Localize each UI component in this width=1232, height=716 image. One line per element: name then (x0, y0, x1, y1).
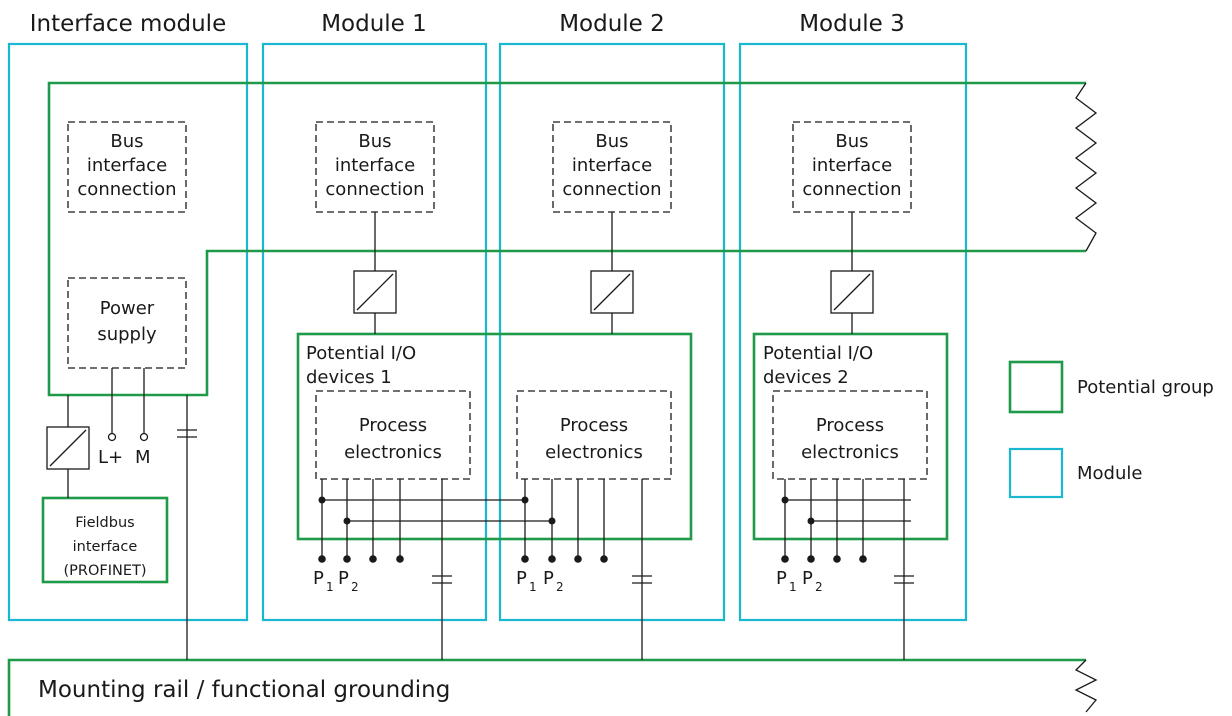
isolator-symbol-m3 (830, 270, 874, 314)
terminal-dot (859, 555, 867, 563)
bus-label-m3-1: Bus (835, 131, 868, 152)
fieldbus-interface-box (41, 496, 169, 584)
terminal-dot (548, 555, 556, 563)
bus-label-m2-2: interface (572, 155, 652, 176)
process-label-m2-1: Process (560, 415, 628, 436)
module-3-title: Module 3 (799, 11, 905, 37)
break-symbol-top (1074, 82, 1098, 252)
bus-label-m3-2: interface (812, 155, 892, 176)
isolator-symbol-im (46, 426, 90, 470)
svg-text:P: P (776, 568, 787, 589)
potential-io-devices-2-box (752, 332, 949, 541)
legend-module-label: Module (1077, 463, 1142, 484)
fieldbus-label-1: Fieldbus (75, 515, 134, 531)
potential-io-2-label-2: devices 2 (763, 367, 849, 388)
bus-label-m3-3: connection (802, 179, 901, 200)
terminal-dot (369, 555, 377, 563)
process-label-m1-1: Process (359, 415, 427, 436)
interface-module-title: Interface module (30, 11, 226, 37)
terminal-dot (396, 555, 404, 563)
p1-label-m2: P 1 (516, 568, 537, 594)
p1-label-m3: P 1 (776, 568, 797, 594)
legend-module-swatch (1008, 447, 1064, 499)
terminal-dot (521, 555, 529, 563)
potential-io-2-label-1: Potential I/O (763, 343, 873, 364)
lplus-label: L+ (98, 447, 123, 468)
terminal-dot (574, 555, 582, 563)
break-symbol-bottom (1074, 659, 1098, 713)
svg-text:P: P (802, 568, 813, 589)
p1-label-m1: P 1 (313, 568, 334, 594)
m-label: M (135, 447, 151, 468)
power-supply-box (67, 277, 187, 369)
svg-text:P: P (338, 568, 349, 589)
process-label-m3-2: electronics (801, 442, 899, 463)
process-electronics-box-m1 (315, 390, 471, 480)
terminal-dot (833, 555, 841, 563)
potential-io-1-label-2: devices 1 (306, 367, 392, 388)
svg-text:1: 1 (326, 580, 334, 594)
svg-text:P: P (543, 568, 554, 589)
module-3-box (738, 42, 968, 622)
bus-label-m2-3: connection (562, 179, 661, 200)
process-label-m3-1: Process (816, 415, 884, 436)
module-2-box (498, 42, 726, 622)
svg-text:1: 1 (529, 580, 537, 594)
p2-label-m3: P 2 (802, 568, 823, 594)
module-2-title: Module 2 (559, 11, 665, 37)
terminal-dot (600, 555, 608, 563)
isolator-symbol-m1 (353, 270, 397, 314)
fieldbus-label-3: (PROFINET) (63, 563, 146, 579)
terminal-dot (807, 555, 815, 563)
module-1-title: Module 1 (321, 11, 427, 37)
bus-label-im-3: connection (77, 179, 176, 200)
mounting-rail-frame (7, 658, 1086, 716)
mounting-rail-label: Mounting rail / functional grounding (38, 677, 450, 703)
potential-io-1-label-1: Potential I/O (306, 343, 416, 364)
process-label-m2-2: electronics (545, 442, 643, 463)
power-supply-label-2: supply (97, 324, 157, 345)
bus-label-m1-1: Bus (358, 131, 391, 152)
lplus-terminal (107, 432, 117, 442)
terminal-dot (318, 555, 326, 563)
svg-text:2: 2 (556, 580, 564, 594)
process-electronics-box-m3 (772, 390, 928, 480)
svg-text:P: P (516, 568, 527, 589)
interface-module-box (7, 42, 249, 622)
svg-text:1: 1 (789, 580, 797, 594)
legend-potential-group-label: Potential group (1077, 377, 1214, 398)
fieldbus-label-2: interface (73, 539, 138, 555)
bus-label-m1-3: connection (325, 179, 424, 200)
bus-label-im-2: interface (87, 155, 167, 176)
potential-io-devices-1-box (296, 332, 693, 541)
module-1-box (261, 42, 488, 622)
legend-potential-group-swatch (1008, 360, 1064, 414)
p2-label-m1: P 2 (338, 568, 359, 594)
bus-interface-connection-box-im (67, 121, 187, 213)
power-supply-label-1: Power (100, 298, 155, 319)
svg-text:2: 2 (815, 580, 823, 594)
p2-label-m2: P 2 (543, 568, 564, 594)
process-electronics-box-m2 (516, 390, 672, 480)
terminal-dot (781, 555, 789, 563)
m-terminal (139, 432, 149, 442)
process-label-m1-2: electronics (344, 442, 442, 463)
svg-text:2: 2 (351, 580, 359, 594)
bus-label-m2-1: Bus (595, 131, 628, 152)
svg-text:P: P (313, 568, 324, 589)
bus-label-im-1: Bus (110, 131, 143, 152)
potential-group-backplane (47, 81, 1086, 397)
bus-label-m1-2: interface (335, 155, 415, 176)
isolator-symbol-m2 (590, 270, 634, 314)
terminal-dot (343, 555, 351, 563)
